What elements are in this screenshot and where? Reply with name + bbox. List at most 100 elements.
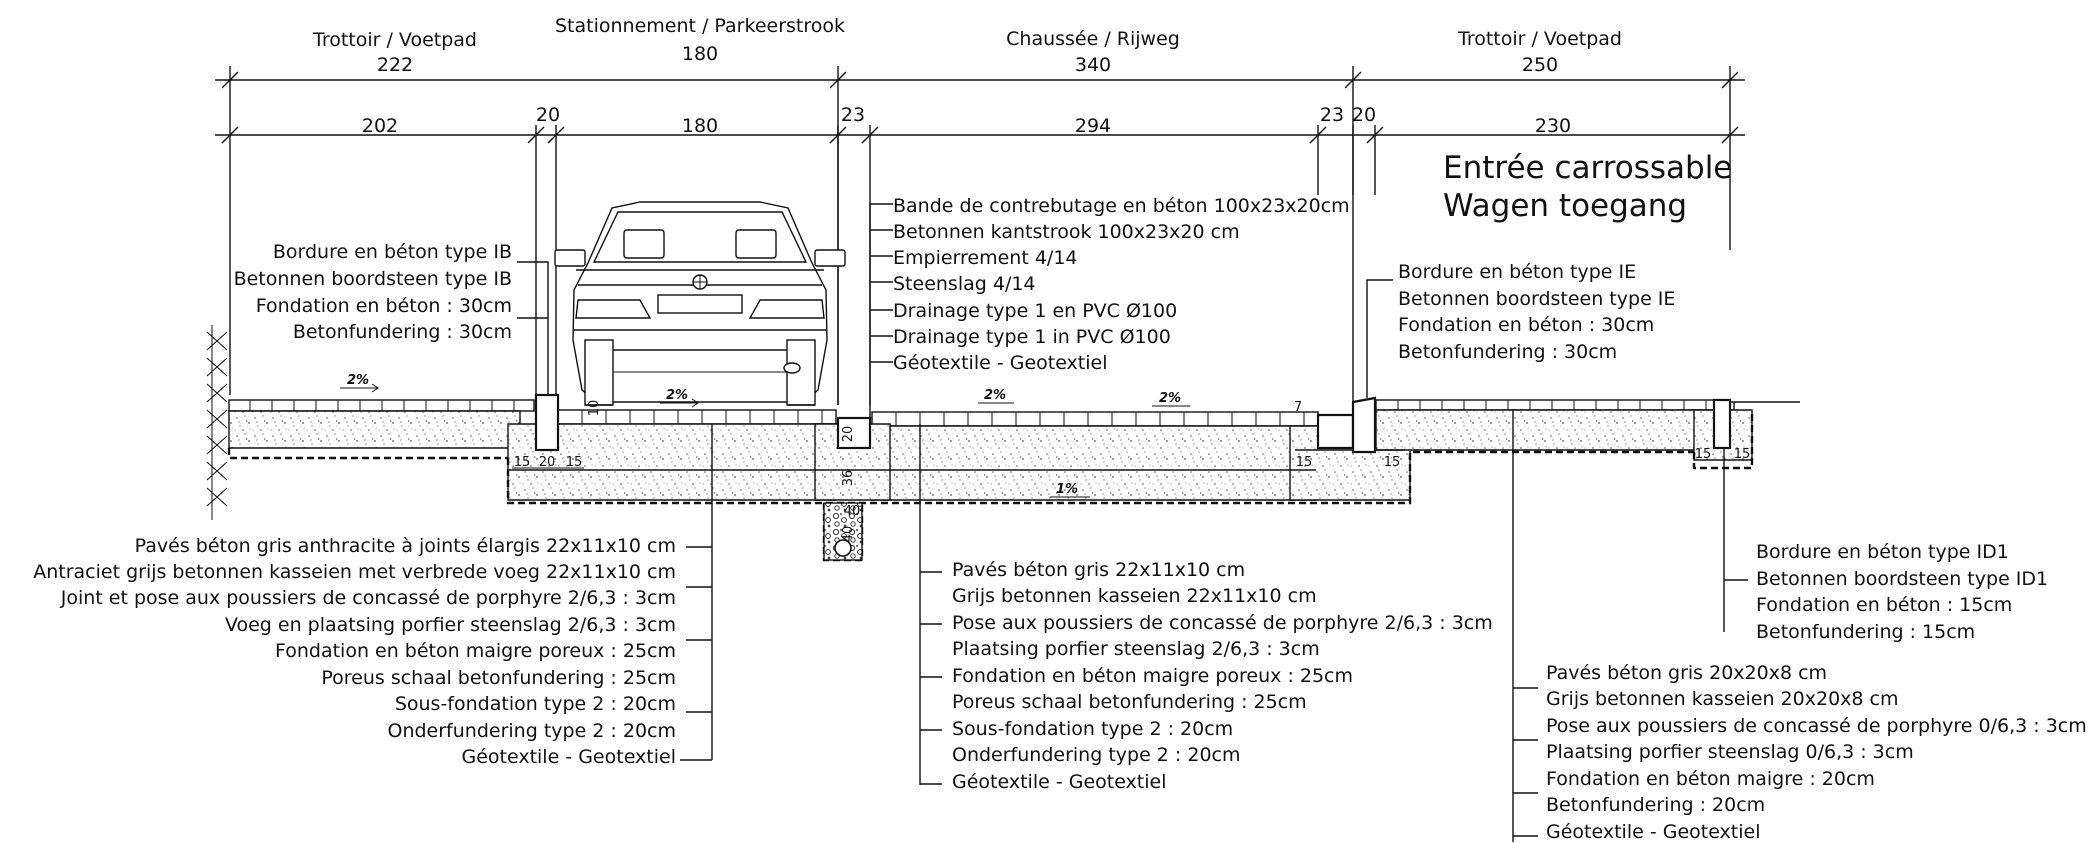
legend-ib-2: Betonnen boordsteen type IB	[234, 268, 512, 290]
legend-bl-6: Poreus schaal betonfundering : 25cm	[321, 667, 676, 689]
zone-2-name: Stationnement / Parkeerstrook	[555, 15, 845, 37]
zone-4-width: 250	[1522, 54, 1558, 76]
leader-lines	[517, 203, 1748, 842]
legend-ie-4: Betonfundering : 30cm	[1398, 341, 1617, 363]
legend-bm-4: Plaatsing porfier steenslag 2/6,3 : 3cm	[952, 638, 1320, 660]
paver-joints	[249, 400, 1707, 426]
kantstrook	[836, 416, 872, 450]
car-rear-view	[554, 201, 846, 406]
foundation-right-sidewalk	[1375, 409, 1719, 451]
legend-ib-3: Fondation en béton : 30cm	[256, 295, 512, 317]
legend-br-2: Grijs betonnen kasseien 20x20x8 cm	[1546, 688, 1898, 710]
subdim-5: 294	[1075, 115, 1111, 137]
sdim-2: 20	[539, 455, 556, 470]
legend-bl-3: Joint et pose aux poussiers de concassé …	[60, 587, 676, 609]
subdim-3: 180	[682, 115, 718, 137]
sdim-11: 15	[1695, 447, 1712, 462]
legend-id1-2: Betonnen boordsteen type ID1	[1756, 568, 2048, 590]
legend-bm-7: Sous-fondation type 2 : 20cm	[952, 718, 1233, 740]
legend-tm-3: Empierrement 4/14	[893, 247, 1078, 269]
zone-1-width: 222	[377, 54, 413, 76]
sdim-12: 15	[1734, 447, 1751, 462]
slope-parking: 2%	[666, 388, 688, 403]
legend-bottom-left: Pavés béton gris anthracite à joints éla…	[33, 535, 676, 768]
legend-bl-9: Géotextile - Geotextiel	[461, 746, 676, 768]
building-facade-left	[206, 325, 228, 520]
legend-bl-8: Onderfundering type 2 : 20cm	[388, 720, 677, 742]
legend-br-7: Géotextile - Geotextiel	[1546, 821, 1761, 843]
legend-bl-4: Voeg en plaatsing porfier steenslag 2/6,…	[225, 614, 676, 636]
subdim-2: 20	[536, 104, 560, 126]
legend-ie-2: Betonnen boordsteen type IE	[1398, 288, 1675, 310]
pavers-right-sidewalk	[1375, 399, 1719, 411]
sdim-1: 15	[514, 455, 531, 470]
legend-tm-2: Betonnen kantstrook 100x23x20 cm	[893, 221, 1240, 243]
curb-ie	[1351, 396, 1377, 454]
legend-bm-3: Pose aux poussiers de concassé de porphy…	[952, 612, 1493, 634]
sdim-9: 15	[1296, 455, 1313, 470]
legend-bl-5: Fondation en béton maigre poreux : 25cm	[275, 640, 676, 662]
legend-tm-5: Drainage type 1 en PVC Ø100	[893, 300, 1177, 322]
slope-road-left: 2%	[984, 388, 1006, 403]
legend-br-4: Plaatsing porfier steenslag 0/6,3 : 3cm	[1546, 741, 1914, 763]
legend-ib-4: Betonfundering : 30cm	[293, 321, 512, 343]
legend-bm-8: Onderfundering type 2 : 20cm	[952, 744, 1241, 766]
legend-bm-1: Pavés béton gris 22x11x10 cm	[952, 559, 1245, 581]
zone-1-name: Trottoir / Voetpad	[312, 29, 477, 51]
geotextile-outline	[506, 450, 1694, 505]
slope-indicators: 2% 2% 2% 2% 1%	[340, 373, 1190, 498]
legend-ie-1: Bordure en béton type IE	[1398, 261, 1636, 283]
sdim-6: 36	[841, 470, 856, 487]
legend-bm-9: Géotextile - Geotextiel	[952, 771, 1167, 793]
zone-labels: Trottoir / Voetpad 222 Stationnement / P…	[312, 15, 1622, 76]
legend-bm-6: Poreus schaal betonfundering : 25cm	[952, 691, 1307, 713]
legend-br-6: Betonfundering : 20cm	[1546, 794, 1765, 816]
sdim-8: 40	[841, 526, 856, 543]
subdim-1: 202	[362, 115, 398, 137]
subdim-4: 23	[841, 104, 865, 126]
zone-3-width: 340	[1075, 54, 1111, 76]
pavers-road	[871, 411, 1319, 427]
legend-bottom-right: Pavés béton gris 20x20x8 cm Grijs betonn…	[1546, 662, 2087, 843]
curb-ib	[534, 393, 560, 452]
legend-bl-2: Antraciet grijs betonnen kasseien met ve…	[33, 561, 676, 583]
legend-tm-4: Steenslag 4/14	[893, 273, 1036, 295]
slope-left-sidewalk: 2%	[347, 373, 369, 388]
sdim-10: 15	[1384, 455, 1401, 470]
sdim-13: 7	[1294, 400, 1302, 415]
sdim-3: 15	[566, 455, 583, 470]
legend-id1-1: Bordure en béton type ID1	[1756, 541, 2009, 563]
slope-subgrade: 1%	[1056, 482, 1078, 497]
legend-bl-7: Sous-fondation type 2 : 20cm	[395, 693, 676, 715]
legend-top-mid: Bande de contrebutage en béton 100x23x20…	[893, 195, 1350, 374]
zone-3-name: Chaussée / Rijweg	[1006, 28, 1180, 50]
foundation-left-sidewalk	[228, 410, 521, 449]
foundation-road	[871, 425, 1317, 501]
legend-bm-5: Fondation en béton maigre poreux : 25cm	[952, 665, 1353, 687]
legend-br-3: Pose aux poussiers de concassé de porphy…	[1546, 715, 2087, 737]
small-dimensions: 15 20 15 10 20 36 40 40 15 15 15 15 7	[512, 400, 1751, 543]
subdim-7: 20	[1352, 104, 1376, 126]
legend-bottom-mid: Pavés béton gris 22x11x10 cm Grijs beton…	[952, 559, 1493, 793]
legend-br-5: Fondation en béton maigre : 20cm	[1546, 768, 1875, 790]
drainage-pipe	[834, 539, 852, 557]
legend-ie-3: Fondation en béton : 30cm	[1398, 314, 1654, 336]
entree-title-nl: Wagen toegang	[1443, 188, 1687, 224]
legend-id1-3: Fondation en béton : 15cm	[1756, 594, 2012, 616]
zone-2-width: 180	[682, 43, 718, 65]
legend-bm-2: Grijs betonnen kasseien 22x11x10 cm	[952, 585, 1317, 607]
curb-id1	[1712, 398, 1732, 450]
curb-ie-base	[1316, 413, 1355, 450]
legend-ib-1: Bordure en béton type IB	[273, 241, 512, 263]
sdim-4: 10	[587, 400, 602, 417]
sdim-7: 40	[844, 504, 861, 519]
subdim-8: 230	[1535, 115, 1571, 137]
sub-dimension-labels: 202 20 180 23 294 23 20 230	[362, 104, 1571, 137]
legend-tm-6: Drainage type 1 in PVC Ø100	[893, 326, 1171, 348]
pavement-layers	[227, 393, 1800, 562]
legend-ib: Bordure en béton type IB Betonnen boords…	[234, 241, 512, 343]
legend-br-1: Pavés béton gris 20x20x8 cm	[1546, 662, 1827, 684]
zone-4-name: Trottoir / Voetpad	[1457, 28, 1622, 50]
legend-tm-7: Géotextile - Geotextiel	[893, 352, 1108, 374]
